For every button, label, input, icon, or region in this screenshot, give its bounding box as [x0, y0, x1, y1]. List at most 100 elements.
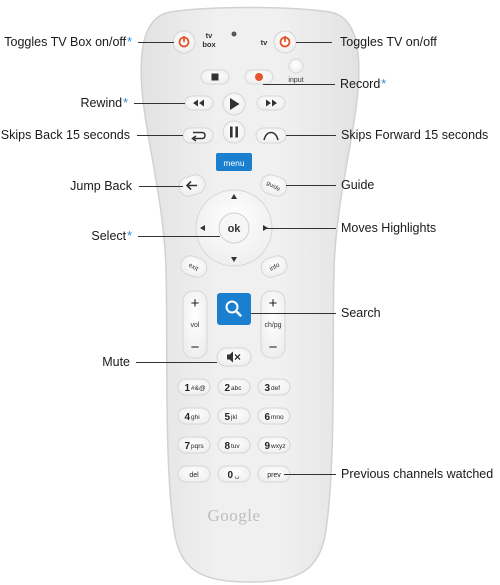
brand-logo: Google — [207, 506, 260, 525]
del-button[interactable]: del — [177, 465, 211, 483]
volume-rocker[interactable] — [182, 290, 208, 359]
fast-forward-button[interactable] — [256, 95, 286, 111]
callout-jump-back: Jump Back — [70, 179, 132, 193]
callout-skip-forward: Skips Forward 15 seconds — [341, 128, 489, 142]
callout-skip-back: Skips Back 15 seconds — [0, 128, 130, 142]
tvbox-label-2: box — [202, 40, 216, 49]
key-letters: ␣ — [235, 472, 239, 479]
key-0-button[interactable]: 0␣ — [217, 465, 251, 483]
ok-button[interactable] — [218, 212, 250, 244]
search-button[interactable] — [217, 293, 251, 325]
down-arrow-icon — [231, 257, 237, 262]
key-letters: #&@ — [191, 385, 206, 392]
svg-text:exit: exit — [187, 262, 199, 273]
leader-line — [263, 84, 335, 85]
prev-label: prev — [267, 472, 281, 479]
guide-button[interactable]: guide — [259, 172, 290, 198]
key-letters: mno — [271, 414, 284, 421]
left-arrow-icon — [200, 225, 205, 231]
callout-guide: Guide — [341, 178, 375, 192]
key-number: 9 — [264, 441, 270, 452]
leader-line — [296, 42, 332, 43]
callout-tv-power: Toggles TV on/off — [340, 35, 437, 49]
callout-record: Record* — [340, 77, 387, 91]
callout-tvbox-power: Toggles TV Box on/off* — [4, 35, 132, 49]
channel-up-label: + — [269, 295, 278, 312]
skip-forward-button[interactable] — [255, 127, 287, 144]
tvbox-label-1: tv — [206, 31, 213, 40]
exit-button[interactable]: exit — [179, 253, 210, 279]
key-number: 0 — [227, 470, 233, 481]
ok-label: ok — [228, 223, 242, 235]
leader-line — [136, 362, 217, 363]
info-button[interactable]: info — [259, 253, 290, 279]
leader-line — [284, 474, 336, 475]
channel-rocker[interactable] — [260, 290, 286, 359]
key-letters: ghi — [191, 414, 200, 421]
leader-line — [134, 103, 185, 104]
key-number: 6 — [264, 412, 270, 423]
stop-button[interactable] — [200, 69, 230, 85]
play-button[interactable] — [222, 92, 246, 116]
key-number: 3 — [264, 383, 270, 394]
up-arrow-icon — [231, 194, 237, 199]
callout-select: Select* — [91, 229, 132, 243]
del-label: del — [189, 472, 199, 479]
volume-up-label: + — [191, 295, 200, 312]
menu-label: menu — [223, 158, 245, 168]
menu-button[interactable] — [216, 153, 252, 171]
key-letters: abc — [231, 385, 242, 392]
input-button[interactable] — [288, 58, 304, 74]
record-button[interactable] — [244, 69, 274, 85]
skip-back-button[interactable] — [182, 127, 214, 144]
key-letters: tuv — [231, 443, 240, 450]
key-letters: wxyz — [270, 443, 285, 450]
leader-line — [286, 135, 336, 136]
key-1-button[interactable]: 1#&@ — [177, 378, 211, 396]
tvbox-power-button[interactable] — [172, 30, 196, 54]
mute-button[interactable] — [216, 347, 252, 367]
prev-button[interactable]: prev — [257, 465, 291, 483]
rewind-button[interactable] — [184, 95, 214, 111]
channel-label: ch/pg — [264, 322, 281, 329]
volume-label: vol — [191, 322, 200, 329]
callout-rewind: Rewind* — [80, 96, 128, 110]
tv-power-button[interactable] — [273, 30, 297, 54]
leader-line — [138, 236, 220, 237]
volume-down-label: − — [191, 339, 200, 356]
callout-previous-channels: Previous channels watched — [341, 467, 494, 481]
leader-line — [251, 313, 336, 314]
key-letters: def — [271, 385, 280, 392]
key-letters: pqrs — [191, 443, 204, 450]
key-number: 2 — [224, 383, 230, 394]
right-arrow-icon — [263, 225, 268, 231]
tv-label: tv — [261, 38, 268, 47]
leader-line — [137, 135, 183, 136]
search-icon — [225, 300, 239, 314]
back-button[interactable] — [177, 172, 208, 198]
mute-icon — [227, 351, 241, 363]
key-number: 1 — [184, 383, 190, 394]
pause-button[interactable] — [222, 120, 246, 144]
leader-line — [139, 186, 183, 187]
channel-down-label: − — [269, 339, 278, 356]
key-letters: jkl — [230, 414, 238, 421]
callout-search: Search — [341, 306, 381, 320]
svg-text:info: info — [268, 261, 281, 272]
key-number: 5 — [224, 412, 230, 423]
input-label: input — [288, 77, 303, 84]
callout-mute: Mute — [102, 355, 130, 369]
indicator-light — [231, 31, 237, 37]
leader-line — [138, 42, 174, 43]
